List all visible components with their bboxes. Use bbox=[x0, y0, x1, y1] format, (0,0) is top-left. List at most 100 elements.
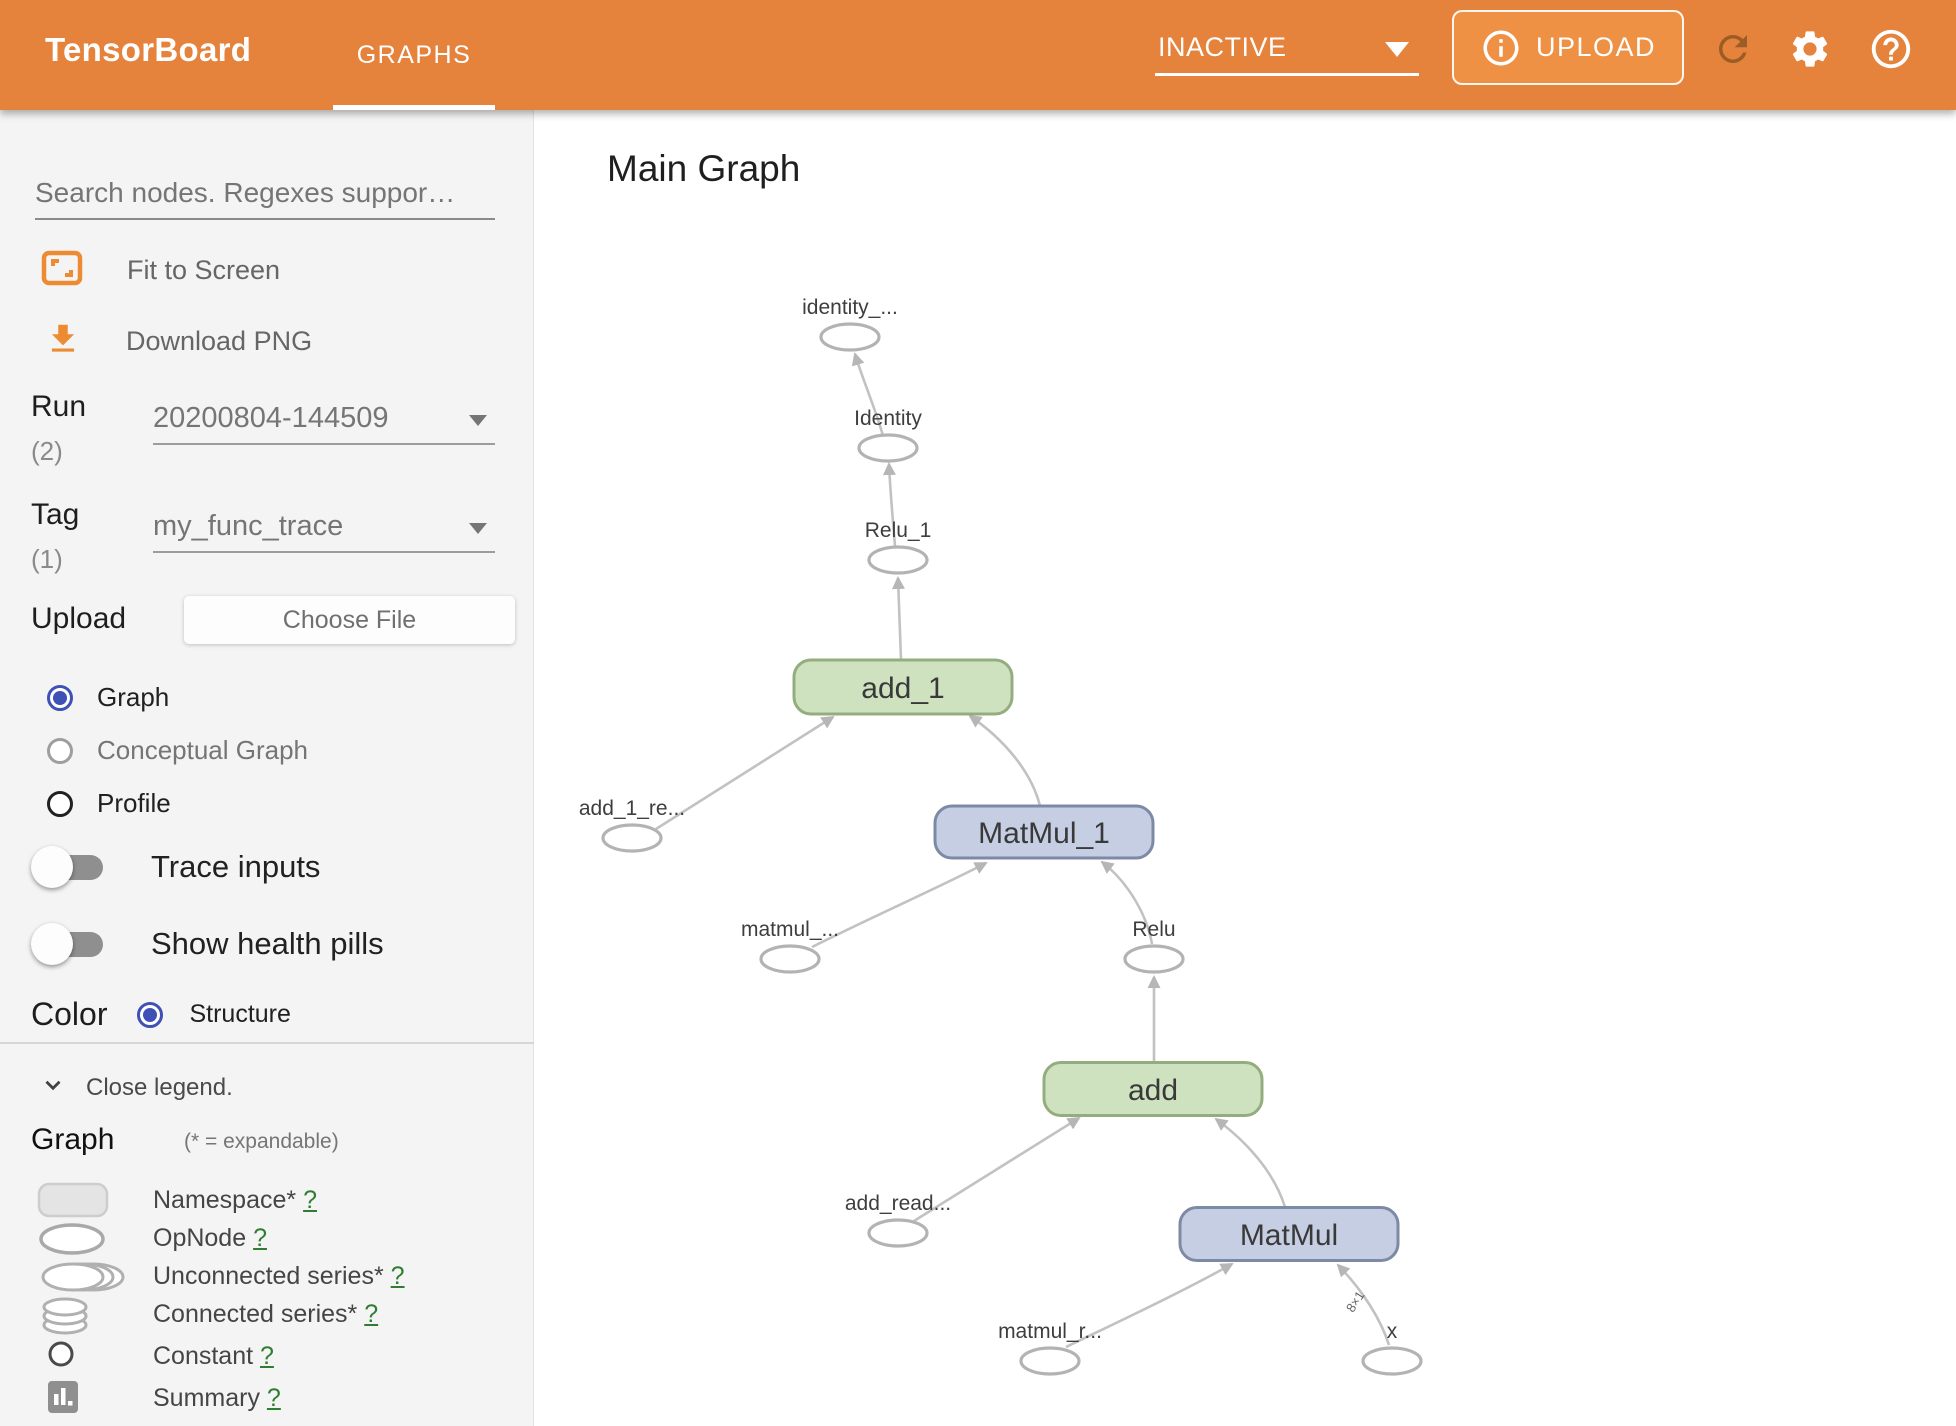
graph-node-add_1[interactable]: add_1 bbox=[792, 658, 1014, 716]
radio-profile-label: Profile bbox=[97, 788, 171, 818]
svg-text:MatMul: MatMul bbox=[1240, 1219, 1338, 1252]
help-link[interactable]: ? bbox=[390, 1262, 405, 1290]
graph-canvas[interactable]: 8×1identity_...IdentityRelu_1add_1add_1_… bbox=[534, 110, 1956, 1426]
svg-text:Identity: Identity bbox=[854, 407, 922, 430]
download-icon bbox=[44, 320, 82, 363]
help-link[interactable]: ? bbox=[253, 1224, 267, 1252]
help-link[interactable]: ? bbox=[260, 1342, 274, 1370]
graph-edge-Relu_1-to-Identity bbox=[882, 462, 897, 547]
constant-swatch-icon bbox=[47, 1340, 75, 1373]
graph-node-Relu[interactable]: Relu bbox=[1123, 918, 1185, 974]
fit-to-screen-icon bbox=[41, 250, 83, 291]
legend-item-constant: Constant ? bbox=[0, 1338, 534, 1378]
svg-text:add_1_re...: add_1_re... bbox=[579, 797, 685, 820]
upload-field: Upload Choose File bbox=[31, 596, 515, 644]
run-field: Run (2) bbox=[31, 390, 86, 467]
fit-to-screen-button[interactable]: Fit to Screen bbox=[41, 250, 280, 291]
legend-item-label: Summary bbox=[153, 1384, 260, 1412]
sidebar-divider bbox=[0, 1042, 534, 1044]
legend-expandable-note: (* = expandable) bbox=[184, 1130, 339, 1153]
choose-file-button[interactable]: Choose File bbox=[184, 596, 515, 644]
show-health-pills-label: Show health pills bbox=[151, 926, 384, 961]
color-label: Color bbox=[31, 996, 108, 1032]
graph-node-matmul_[interactable]: matmul_... bbox=[741, 918, 839, 974]
graph-edge-add_read-to-add bbox=[913, 1116, 1081, 1223]
legend-item-summary: Summary ? bbox=[0, 1380, 534, 1420]
settings-gear-icon[interactable] bbox=[1788, 27, 1832, 76]
graph-node-matmul_r[interactable]: matmul_r... bbox=[998, 1320, 1102, 1376]
svg-text:Relu: Relu bbox=[1132, 918, 1175, 941]
radio-unselected-icon bbox=[47, 737, 73, 764]
legend-item-namespace: Namespace* ? bbox=[0, 1182, 534, 1222]
page-title: Main Graph bbox=[607, 148, 801, 189]
connected-series-swatch-icon bbox=[41, 1296, 93, 1341]
toggle-off-icon bbox=[31, 846, 109, 888]
upload-button-label: UPLOAD bbox=[1535, 32, 1657, 62]
radio-graph-label: Graph bbox=[97, 682, 170, 712]
radio-profile[interactable]: Profile bbox=[47, 788, 171, 819]
graph-node-Identity[interactable]: Identity bbox=[854, 407, 922, 463]
tag-field: Tag (1) bbox=[31, 498, 79, 575]
tag-label: Tag bbox=[31, 498, 80, 531]
graph-node-MatMul_1[interactable]: MatMul_1 bbox=[933, 804, 1155, 860]
trace-inputs-toggle[interactable]: Trace inputs bbox=[31, 846, 320, 888]
download-png-label: Download PNG bbox=[126, 326, 313, 356]
help-link[interactable]: ? bbox=[364, 1300, 379, 1328]
show-health-pills-toggle[interactable]: Show health pills bbox=[31, 923, 384, 965]
tag-dropdown-value: my_func_trace bbox=[153, 510, 344, 542]
search-input[interactable] bbox=[35, 168, 495, 220]
radio-graph[interactable]: Graph bbox=[47, 682, 169, 713]
namespace-swatch-icon bbox=[37, 1182, 109, 1223]
help-link[interactable]: ? bbox=[303, 1186, 317, 1214]
svg-text:Relu_1: Relu_1 bbox=[865, 519, 932, 542]
app-logo: TensorBoard bbox=[45, 31, 252, 68]
legend-item-unconnected-series: Unconnected series* ? bbox=[0, 1258, 534, 1298]
graph-node-identity_dup[interactable]: identity_... bbox=[802, 296, 898, 352]
refresh-icon[interactable] bbox=[1712, 28, 1754, 75]
download-png-button[interactable]: Download PNG bbox=[44, 320, 312, 363]
graph-node-add_1_re[interactable]: add_1_re... bbox=[579, 797, 685, 853]
run-count: (2) bbox=[31, 436, 63, 466]
radio-conceptual-graph[interactable]: Conceptual Graph bbox=[47, 735, 308, 766]
color-by-row: Color Structure bbox=[31, 996, 291, 1033]
graph-node-x[interactable]: x bbox=[1361, 1320, 1423, 1376]
svg-text:MatMul_1: MatMul_1 bbox=[978, 817, 1110, 850]
graph-node-add[interactable]: add bbox=[1042, 1061, 1264, 1117]
run-dropdown-value: 20200804-144509 bbox=[153, 402, 389, 434]
legend-item-label: Connected series* bbox=[153, 1300, 358, 1328]
legend-item-connected-series: Connected series* ? bbox=[0, 1296, 534, 1336]
app-header: TensorBoard GRAPHS INACTIVE UPLOAD bbox=[0, 0, 1956, 110]
status-dropdown-underline bbox=[1155, 73, 1419, 76]
radio-structure[interactable] bbox=[137, 1001, 164, 1028]
run-dropdown[interactable]: 20200804-144509 bbox=[153, 397, 495, 445]
graph-node-MatMul[interactable]: MatMul bbox=[1178, 1206, 1400, 1262]
status-dropdown[interactable]: INACTIVE bbox=[1155, 0, 1419, 110]
close-legend-button[interactable]: Close legend. bbox=[40, 1072, 233, 1103]
graph-node-add_read[interactable]: add_read... bbox=[845, 1192, 951, 1248]
upload-label: Upload bbox=[31, 602, 127, 635]
graph-edge-matmul_r-to-MatMul bbox=[1065, 1262, 1234, 1349]
graph-edge-MatMul-to-add bbox=[1214, 1117, 1287, 1208]
sidebar: Fit to Screen Download PNG Run (2) 20200… bbox=[0, 110, 534, 1426]
chevron-down-icon bbox=[40, 1072, 66, 1103]
status-dropdown-value: INACTIVE bbox=[1158, 32, 1287, 62]
upload-button[interactable]: UPLOAD bbox=[1452, 10, 1684, 85]
graph-node-Relu_1[interactable]: Relu_1 bbox=[865, 519, 932, 575]
run-label: Run bbox=[31, 390, 87, 423]
svg-text:matmul_...: matmul_... bbox=[741, 918, 839, 941]
svg-text:add: add bbox=[1128, 1074, 1178, 1107]
tag-count: (1) bbox=[31, 544, 63, 574]
help-icon[interactable] bbox=[1868, 26, 1914, 77]
legend-heading: Graph bbox=[31, 1123, 115, 1156]
legend-item-label: Namespace* bbox=[153, 1186, 297, 1214]
trace-inputs-label: Trace inputs bbox=[151, 849, 321, 884]
chevron-down-icon bbox=[469, 523, 487, 534]
legend-item-label: Constant bbox=[153, 1342, 254, 1370]
tab-graphs[interactable]: GRAPHS bbox=[333, 0, 495, 110]
svg-text:identity_...: identity_... bbox=[802, 296, 898, 319]
tag-dropdown[interactable]: my_func_trace bbox=[153, 505, 495, 553]
chevron-down-icon bbox=[1385, 42, 1409, 57]
opnode-swatch-icon bbox=[37, 1222, 109, 1261]
help-link[interactable]: ? bbox=[266, 1384, 281, 1412]
